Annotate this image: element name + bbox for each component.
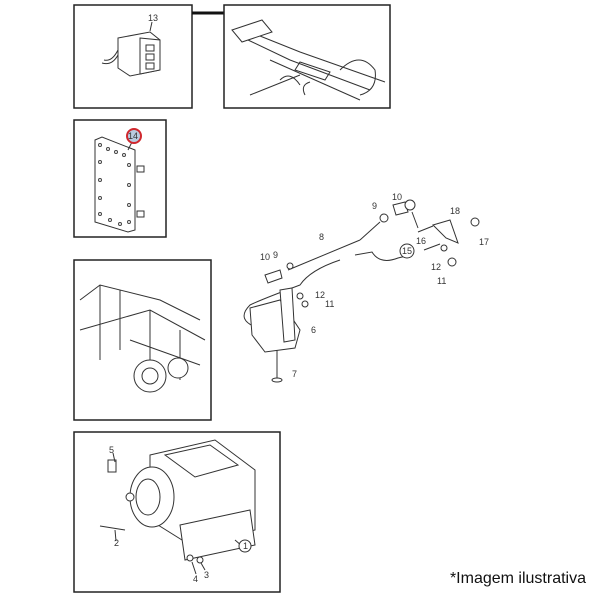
callout-11-left[interactable]: 11 bbox=[325, 299, 334, 309]
callout-1[interactable]: 1 bbox=[243, 541, 248, 551]
callout-7[interactable]: 7 bbox=[292, 369, 297, 379]
callout-14[interactable]: 14 bbox=[128, 131, 138, 141]
callout-11-right[interactable]: 11 bbox=[437, 276, 446, 286]
callout-17[interactable]: 17 bbox=[479, 237, 489, 247]
panel-control-unit: 14 bbox=[73, 119, 167, 238]
callout-15[interactable]: 15 bbox=[402, 246, 412, 256]
highlight-ring-14 bbox=[126, 128, 142, 144]
callout-13[interactable]: 13 bbox=[148, 13, 158, 23]
panel-relay-module: 13 bbox=[73, 4, 193, 109]
callout-4[interactable]: 4 bbox=[193, 574, 198, 584]
illustrative-image-caption: *Imagem ilustrativa bbox=[449, 570, 586, 587]
panel-chassis-view bbox=[73, 259, 212, 421]
callout-2[interactable]: 2 bbox=[114, 538, 119, 548]
callout-16[interactable]: 16 bbox=[416, 236, 426, 246]
callout-9[interactable]: 9 bbox=[372, 201, 377, 211]
panel-transmission: 5 1 2 4 3 bbox=[73, 431, 281, 593]
callout-12-left[interactable]: 12 bbox=[315, 290, 325, 300]
callout-6[interactable]: 6 bbox=[311, 325, 316, 335]
callout-3[interactable]: 3 bbox=[204, 570, 209, 580]
callout-10[interactable]: 10 bbox=[392, 192, 402, 202]
callout-18[interactable]: 18 bbox=[450, 206, 460, 216]
callout-8[interactable]: 8 bbox=[319, 232, 324, 242]
callout-10-left[interactable]: 10 bbox=[260, 252, 270, 262]
callout-12-right[interactable]: 12 bbox=[431, 262, 441, 272]
callout-5[interactable]: 5 bbox=[109, 445, 114, 455]
panel-chassis-location bbox=[223, 4, 391, 109]
callout-9-left[interactable]: 9 bbox=[273, 250, 278, 260]
linkage-assembly: 8 9 10 9 10 15 16 18 17 12 11 12 11 6 7 bbox=[243, 192, 489, 383]
